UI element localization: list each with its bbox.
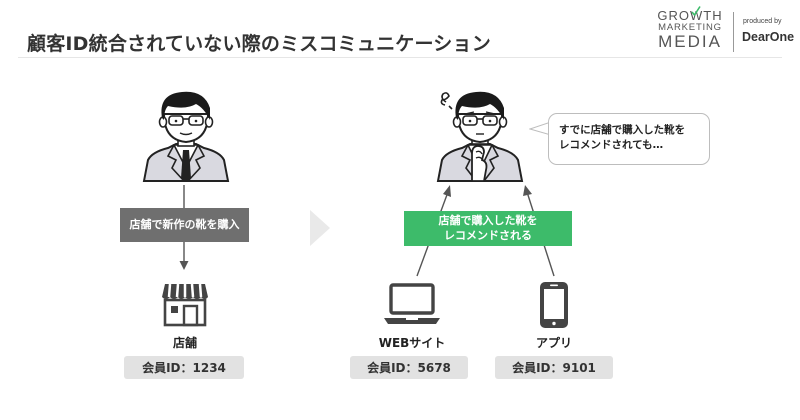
app-member-id: 会員ID：9101 <box>495 356 613 379</box>
page-title: 顧客ID統合されていない際のミスコミュニケーション <box>27 33 491 55</box>
app-label: アプリ <box>535 336 572 350</box>
customer-smiling-illustration <box>142 91 230 182</box>
smartphone-icon <box>540 282 568 328</box>
purchase-in-store-label: 店舗で新作の靴を購入 <box>120 208 249 242</box>
logo-separator <box>733 12 734 52</box>
produced-by-text: produced by <box>743 18 782 25</box>
logo-growth-text: GROWTH <box>657 8 723 23</box>
speech-line-1: すでに店舗で購入した靴を <box>559 124 686 136</box>
chevron-right-icon <box>310 210 330 246</box>
speech-bubble-tail <box>529 121 551 136</box>
store-member-id: 会員ID：1234 <box>124 356 244 379</box>
customer-confused-illustration <box>436 91 524 182</box>
dearone-logo-text: DearOne <box>742 30 795 44</box>
recommend-line-2: レコメンドされる <box>444 228 532 242</box>
store-label: 店舗 <box>172 336 197 350</box>
logo-marketing-text: MARKETING <box>658 22 722 33</box>
bubble-tail-mask <box>549 121 552 135</box>
growth-marketing-media-logo: GROWTH MARKETING MEDIA produced by DearO… <box>655 6 795 56</box>
title-divider <box>18 57 782 58</box>
recommend-line-1: 店舗で購入した靴を <box>438 213 538 227</box>
speech-line-2: レコメンドされても… <box>559 139 664 152</box>
website-member-id: 会員ID：5678 <box>350 356 468 379</box>
logo-check-icon <box>691 6 701 16</box>
website-label: WEBサイト <box>378 336 446 350</box>
logo-media-text: MEDIA <box>658 32 722 51</box>
laptop-icon <box>384 283 440 324</box>
recommend-purchased-shoes-label: 店舗で購入した靴を レコメンドされる <box>404 211 572 246</box>
speech-bubble: すでに店舗で購入した靴を レコメンドされても… <box>548 113 710 165</box>
store-icon <box>162 283 208 327</box>
